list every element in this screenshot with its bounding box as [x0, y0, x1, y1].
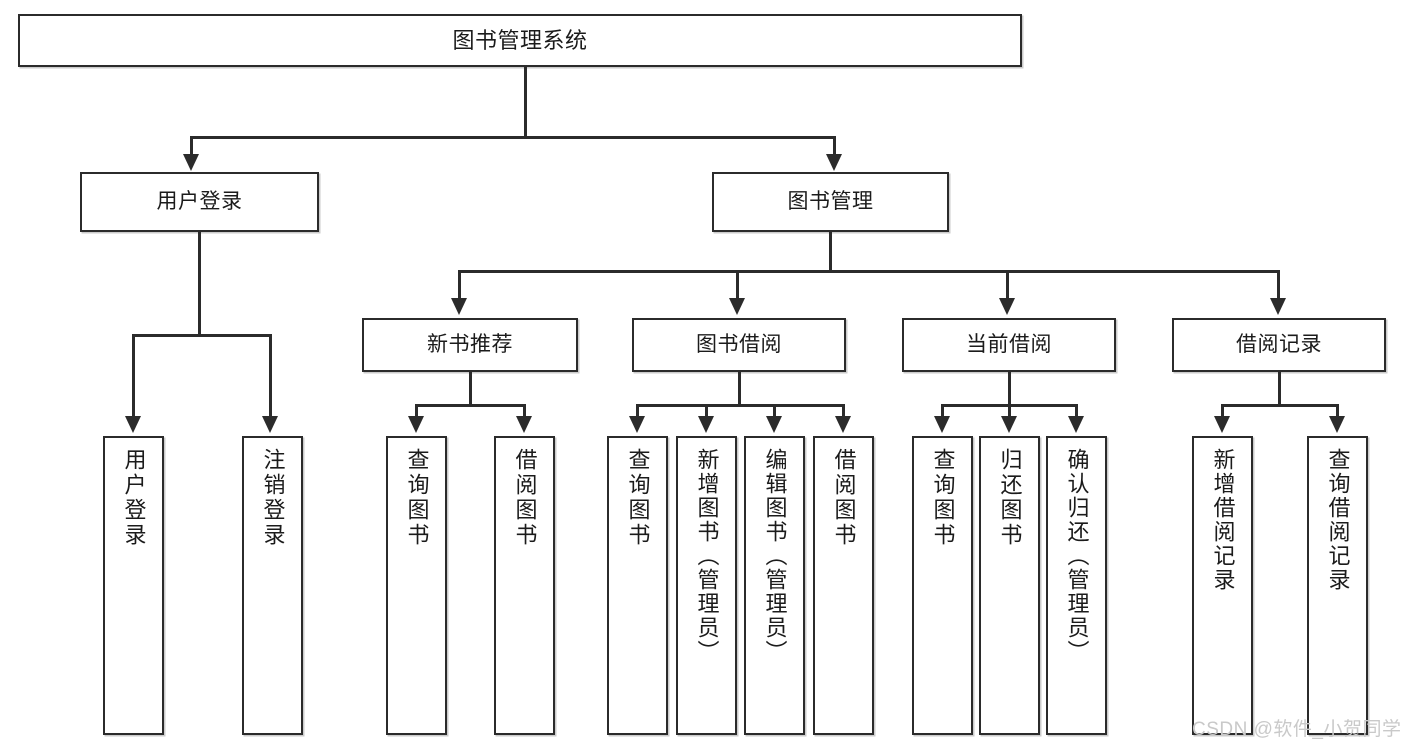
edge-cb-drop-2	[1008, 404, 1011, 419]
arrow-bm-child-1	[451, 298, 467, 315]
node-leaf-query-book-2-label: 查询图书	[625, 448, 651, 548]
node-new-book-rec-label: 新书推荐	[427, 332, 513, 356]
node-leaf-query-record-label: 查询借阅记录	[1325, 448, 1351, 592]
node-leaf-user-login-label: 用户登录	[121, 448, 147, 548]
edge-br-drop-2	[1336, 404, 1339, 419]
node-leaf-logout[interactable]: 注销登录	[242, 436, 303, 735]
node-leaf-borrow-book-2[interactable]: 借阅图书	[813, 436, 874, 735]
arrow-cb-leaf-1	[934, 416, 950, 433]
node-user-login[interactable]: 用户登录	[80, 172, 319, 232]
arrow-nbr-leaf-1	[408, 416, 424, 433]
node-current-borrow[interactable]: 当前借阅	[902, 318, 1116, 372]
node-user-login-label: 用户登录	[156, 189, 243, 213]
node-leaf-add-book-label: 新增图书（管理员）	[694, 448, 720, 664]
node-borrow-record-label: 借阅记录	[1236, 332, 1322, 356]
edge-cb-drop-1	[941, 404, 944, 419]
arrow-root-to-user-login	[183, 154, 199, 171]
node-leaf-edit-book-label: 编辑图书（管理员）	[762, 448, 788, 664]
edge-nbr-bus	[415, 404, 525, 407]
arrow-cb-leaf-2	[1001, 416, 1017, 433]
edge-br-drop-1	[1221, 404, 1224, 419]
edge-nbr-drop-2	[523, 404, 526, 419]
node-new-book-rec[interactable]: 新书推荐	[362, 318, 578, 372]
arrow-bm-child-4	[1270, 298, 1286, 315]
arrow-user-login-leaf-1	[125, 416, 141, 433]
node-leaf-add-record[interactable]: 新增借阅记录	[1192, 436, 1253, 735]
node-book-borrow[interactable]: 图书借阅	[632, 318, 846, 372]
arrow-bb-leaf-3	[766, 416, 782, 433]
edge-bm-drop-2	[736, 270, 739, 300]
node-leaf-logout-label: 注销登录	[260, 448, 286, 548]
edge-br-bus	[1221, 404, 1338, 407]
edge-bb-bus	[636, 404, 844, 407]
node-leaf-query-record[interactable]: 查询借阅记录	[1307, 436, 1368, 735]
edge-user-login-stem	[198, 232, 201, 336]
arrow-bb-leaf-2	[698, 416, 714, 433]
arrow-nbr-leaf-2	[516, 416, 532, 433]
edge-root-stem	[524, 67, 527, 137]
node-leaf-borrow-book-1-label: 借阅图书	[512, 448, 538, 548]
arrow-cb-leaf-3	[1068, 416, 1084, 433]
edge-root-to-book-manage	[833, 136, 836, 158]
edge-bb-drop-2	[705, 404, 708, 419]
node-book-manage[interactable]: 图书管理	[712, 172, 949, 232]
arrow-bm-child-2	[729, 298, 745, 315]
edge-root-to-user-login	[190, 136, 193, 158]
edge-book-manage-bus	[458, 270, 1280, 273]
csdn-watermark: CSDN @软件_小贺同学	[1192, 719, 1402, 740]
edge-bb-stem	[738, 372, 741, 406]
node-leaf-return-book[interactable]: 归还图书	[979, 436, 1040, 735]
node-leaf-borrow-book-2-label: 借阅图书	[831, 448, 857, 548]
edge-cb-stem	[1008, 372, 1011, 406]
node-leaf-edit-book[interactable]: 编辑图书（管理员）	[744, 436, 805, 735]
node-leaf-query-book-2[interactable]: 查询图书	[607, 436, 668, 735]
edge-user-login-bus	[132, 334, 271, 337]
node-leaf-query-book-3-label: 查询图书	[930, 448, 956, 548]
node-root[interactable]: 图书管理系统	[18, 14, 1022, 67]
node-leaf-add-record-label: 新增借阅记录	[1210, 448, 1236, 592]
node-leaf-confirm-return[interactable]: 确认归还（管理员）	[1046, 436, 1107, 735]
node-leaf-query-book-1-label: 查询图书	[404, 448, 430, 548]
node-current-borrow-label: 当前借阅	[966, 332, 1052, 356]
node-book-manage-label: 图书管理	[787, 189, 874, 213]
arrow-bb-leaf-4	[835, 416, 851, 433]
edge-user-login-drop-1	[132, 334, 135, 419]
arrow-br-leaf-2	[1329, 416, 1345, 433]
edge-nbr-drop-1	[415, 404, 418, 419]
arrow-bb-leaf-1	[629, 416, 645, 433]
node-root-label: 图书管理系统	[452, 27, 588, 53]
arrow-user-login-leaf-2	[262, 416, 278, 433]
edge-bb-drop-4	[842, 404, 845, 419]
node-borrow-record[interactable]: 借阅记录	[1172, 318, 1386, 372]
node-leaf-confirm-return-label: 确认归还（管理员）	[1064, 448, 1090, 664]
node-book-borrow-label: 图书借阅	[696, 332, 782, 356]
arrow-root-to-book-manage	[826, 154, 842, 171]
edge-bb-drop-3	[773, 404, 776, 419]
node-leaf-query-book-3[interactable]: 查询图书	[912, 436, 973, 735]
edge-bm-drop-3	[1006, 270, 1009, 300]
edge-nbr-stem	[469, 372, 472, 406]
edge-bm-drop-1	[458, 270, 461, 300]
edge-cb-drop-3	[1075, 404, 1078, 419]
node-leaf-query-book-1[interactable]: 查询图书	[386, 436, 447, 735]
edge-bm-drop-4	[1277, 270, 1280, 300]
node-leaf-user-login[interactable]: 用户登录	[103, 436, 164, 735]
edge-br-stem	[1278, 372, 1281, 406]
node-leaf-add-book[interactable]: 新增图书（管理员）	[676, 436, 737, 735]
edge-bb-drop-1	[636, 404, 639, 419]
arrow-bm-child-3	[999, 298, 1015, 315]
edge-user-login-drop-2	[269, 334, 272, 419]
arrow-br-leaf-1	[1214, 416, 1230, 433]
node-leaf-borrow-book-1[interactable]: 借阅图书	[494, 436, 555, 735]
edge-book-manage-stem	[829, 232, 832, 272]
node-leaf-return-book-label: 归还图书	[997, 448, 1023, 548]
edge-root-bus	[190, 136, 835, 139]
